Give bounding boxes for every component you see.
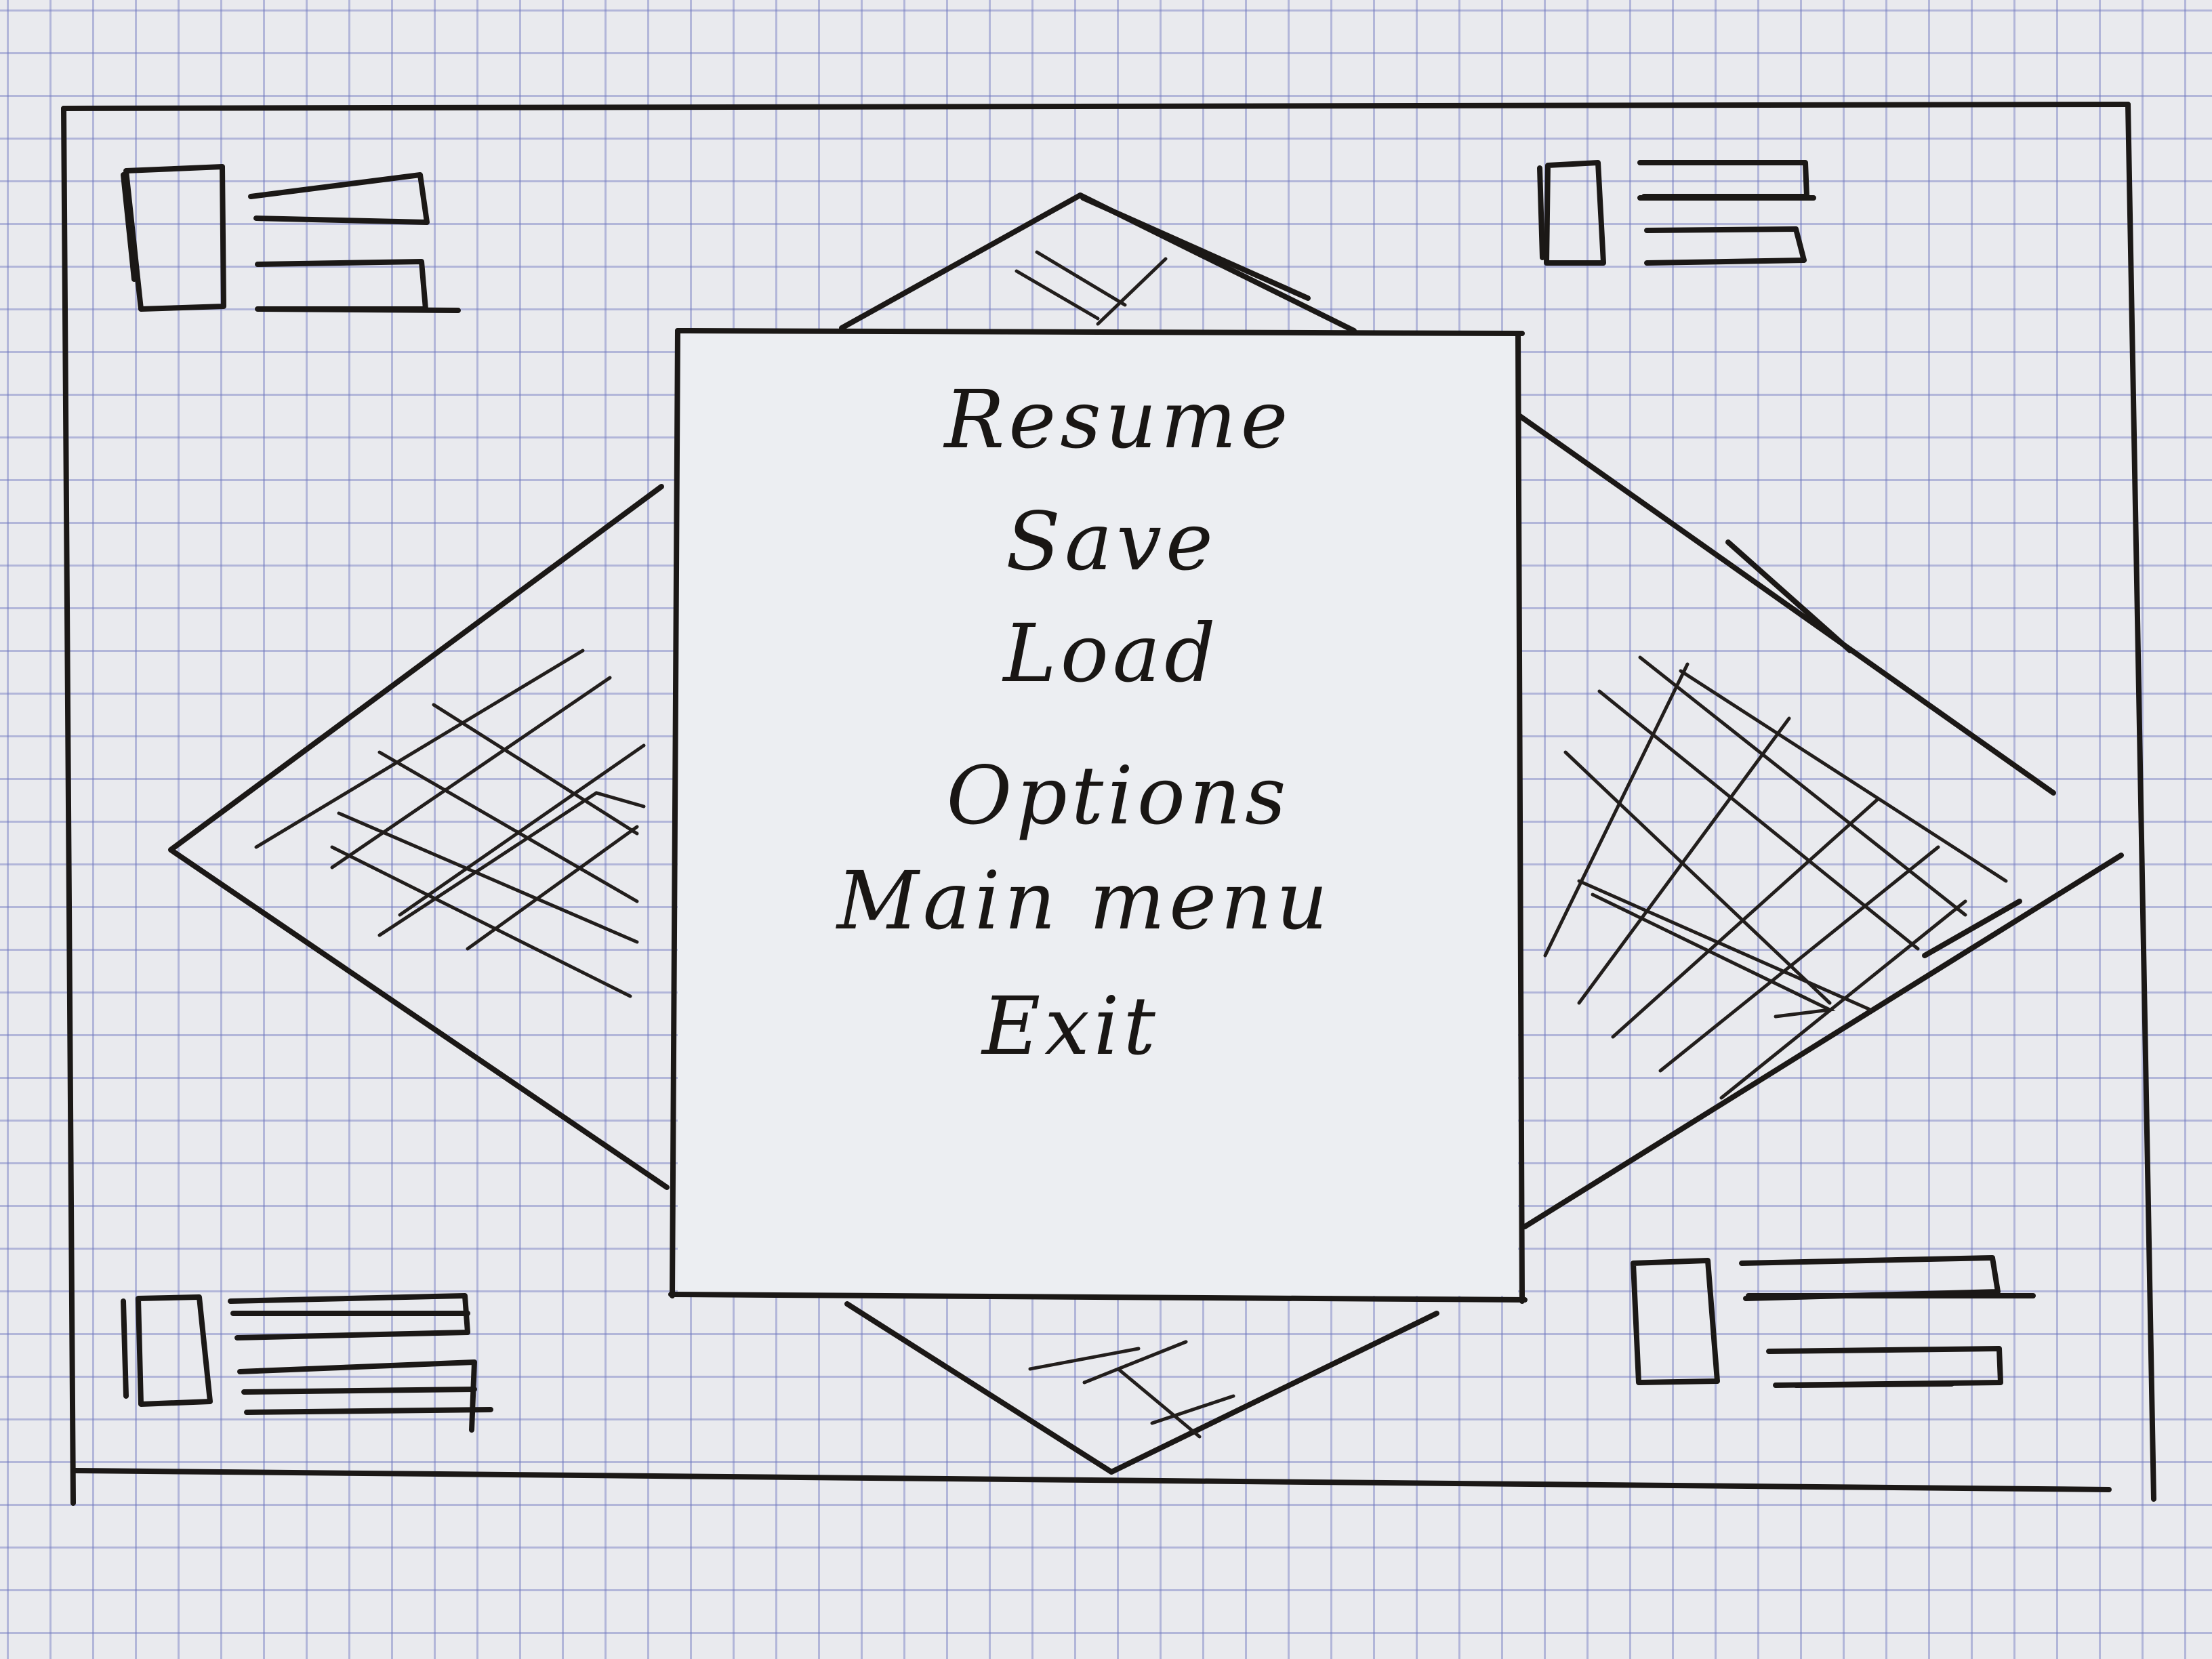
- exit-button[interactable]: Exit: [982, 979, 1160, 1073]
- player-card-bottom-right: [1631, 1255, 2036, 1388]
- screen-frame: [61, 102, 2156, 1506]
- player-card-top-right: [1537, 160, 1816, 266]
- load-button[interactable]: Load: [1003, 607, 1220, 700]
- pause-menu: Resume Save Load Options Main menu Exit: [678, 332, 1518, 1294]
- player-card-top-left: [121, 164, 461, 313]
- options-button[interactable]: Options: [946, 749, 1290, 842]
- player-card-bottom-left: [121, 1293, 493, 1433]
- diamond-tile-top: [839, 192, 1357, 333]
- resume-button[interactable]: Resume: [944, 373, 1292, 466]
- save-button[interactable]: Save: [1006, 495, 1217, 588]
- pause-menu-panel: [668, 328, 1528, 1304]
- main-menu-button[interactable]: Main menu: [836, 854, 1332, 947]
- diamond-tile-left: [168, 484, 670, 1190]
- diamond-tile-bottom: [844, 1301, 1439, 1475]
- diamond-tile-right: [1515, 412, 2124, 1229]
